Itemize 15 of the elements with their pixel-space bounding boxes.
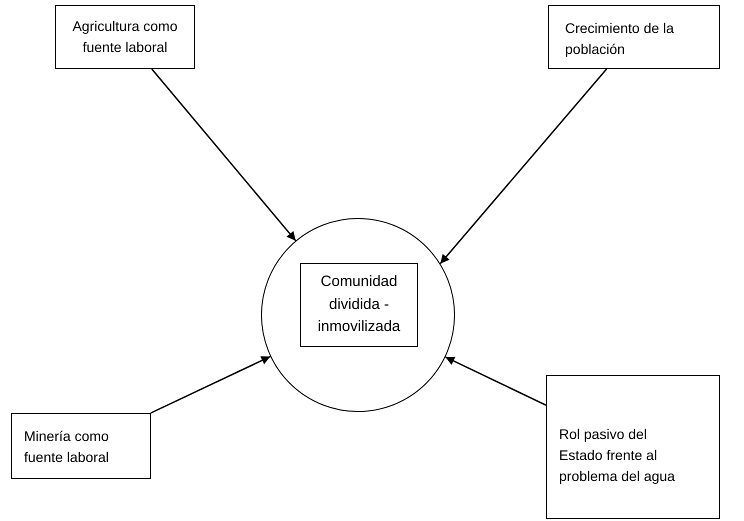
box-text: Comunidad dividida - inmovilizada [316, 272, 402, 338]
box-text: Minería como fuente laboral [24, 427, 110, 467]
arrow [150, 356, 271, 414]
text-box [11, 413, 151, 479]
text-box [55, 5, 195, 69]
text-box [548, 5, 720, 69]
box-text: Crecimiento de la población [565, 19, 675, 59]
box-text: Agricultura como fuente laboral [71, 17, 179, 57]
circle [261, 218, 455, 412]
arrow [445, 356, 546, 406]
arrow [440, 68, 608, 264]
box-text: Rol pasivo del Estado frente al problema del agua [559, 425, 676, 486]
text-box [300, 263, 418, 347]
arrow [151, 68, 296, 242]
text-box [546, 375, 720, 519]
